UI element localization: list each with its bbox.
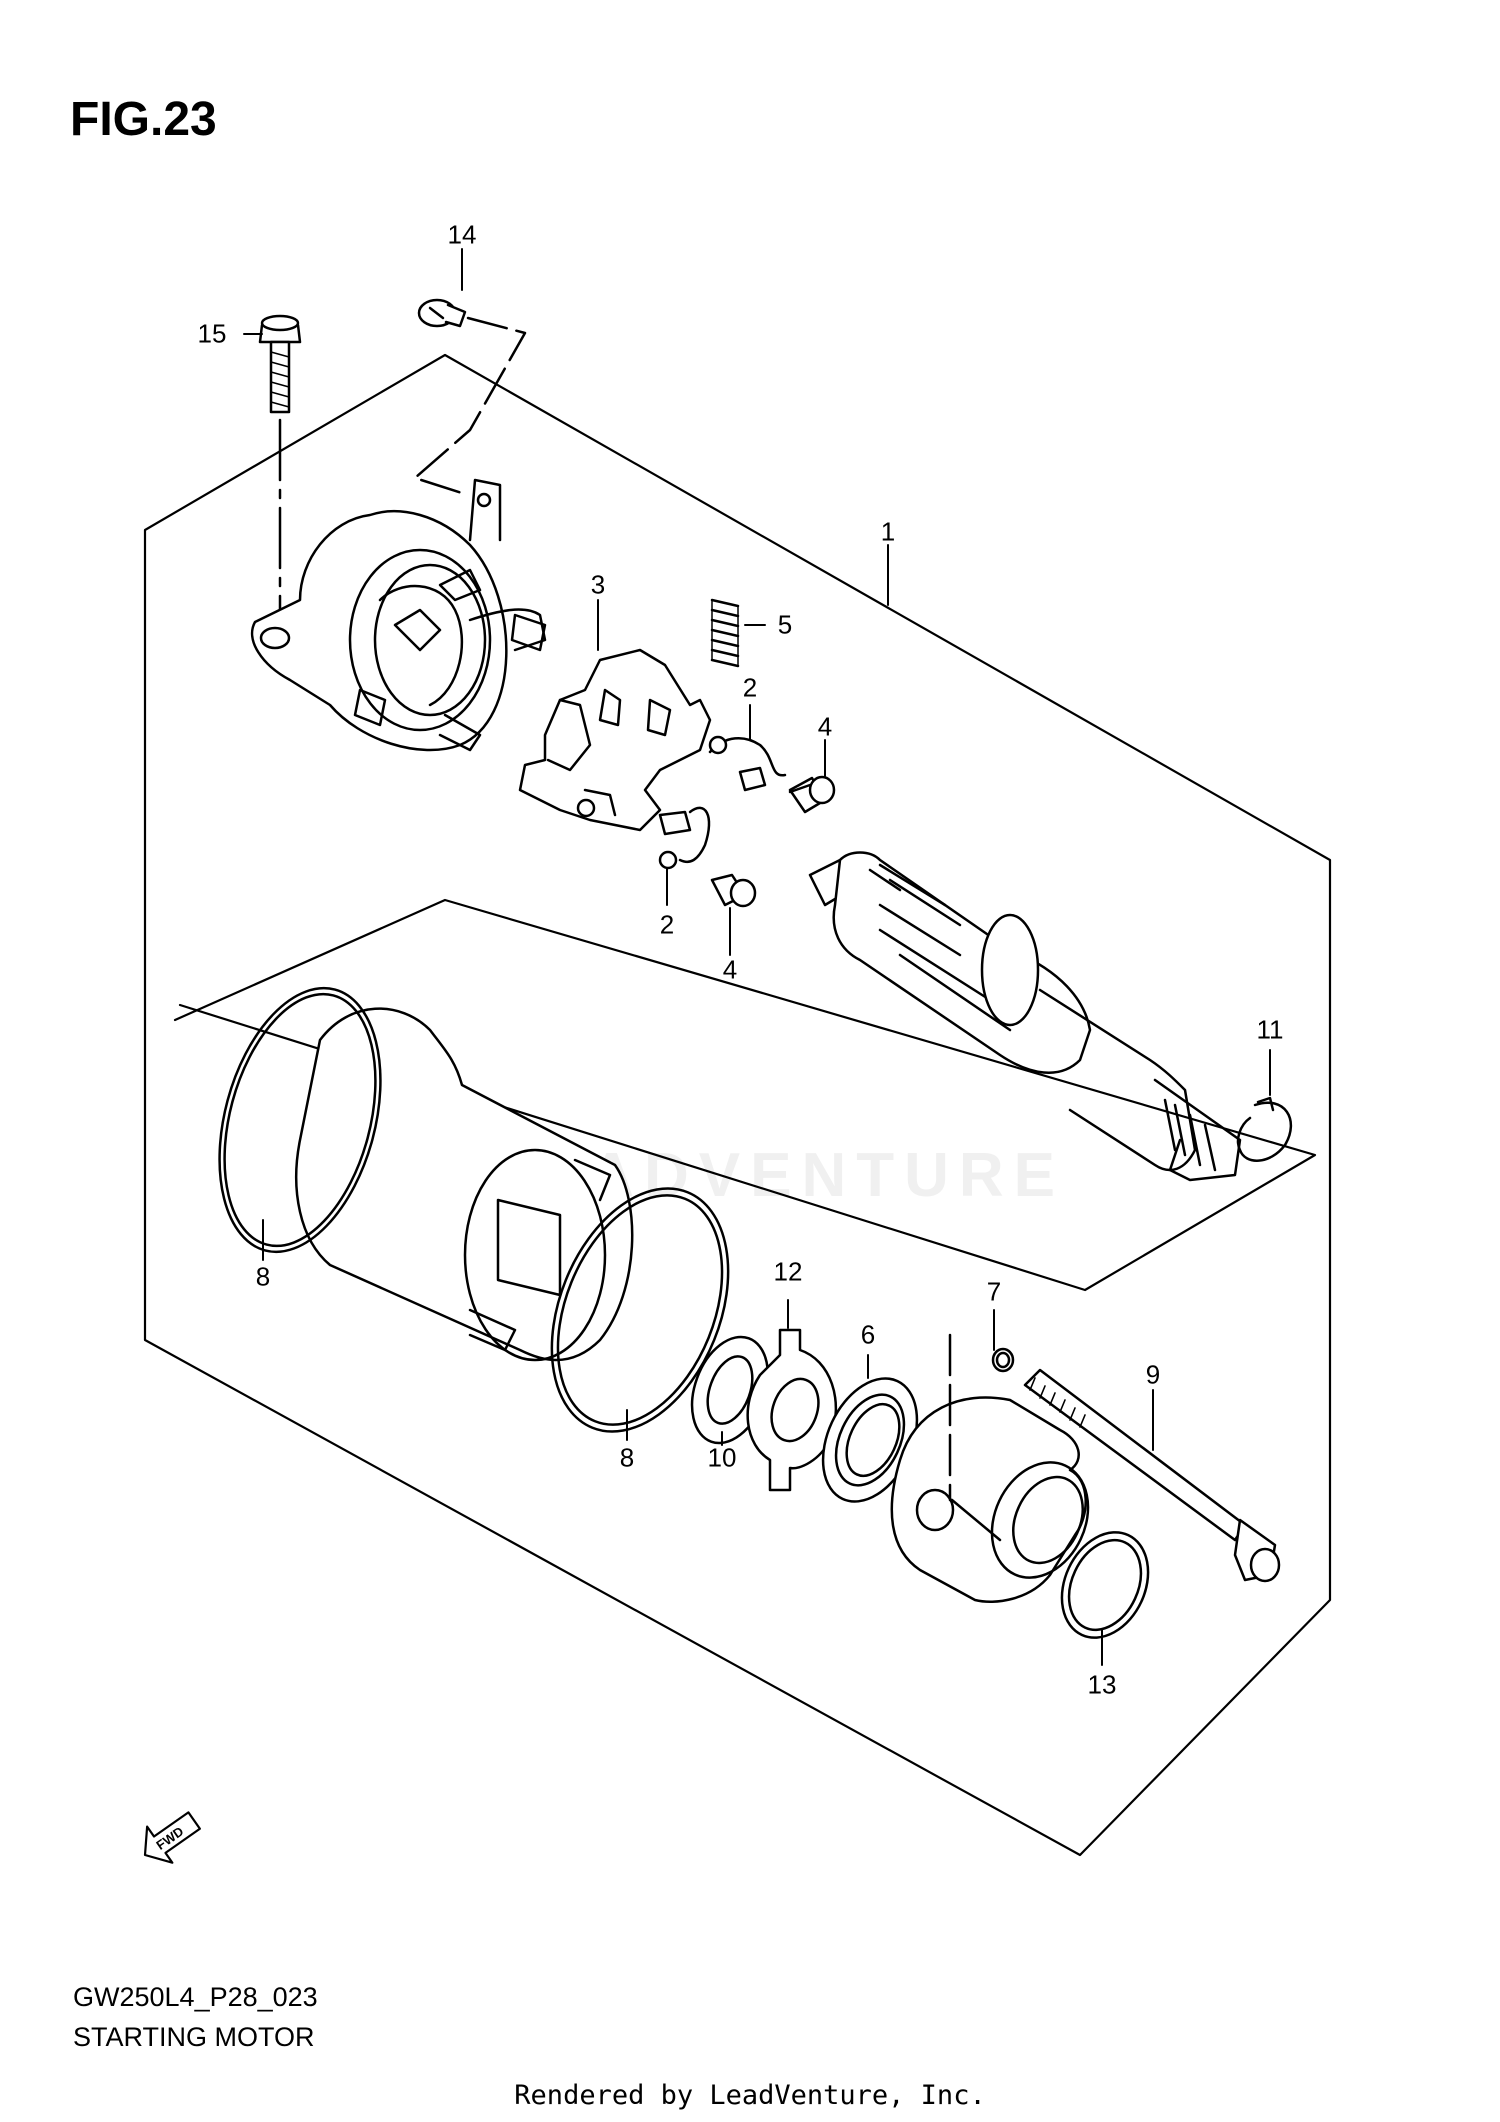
figure-name: STARTING MOTOR (73, 2022, 315, 2052)
armature (808, 851, 1242, 1182)
callout-2-upper: 2 (742, 672, 758, 703)
callout-8-right: 8 (619, 1442, 635, 1473)
callout-4-upper: 4 (817, 711, 833, 742)
part-3-brush-holder (518, 648, 712, 832)
part-8-o-ring-left (218, 986, 382, 1254)
end-cover-housing (250, 478, 547, 752)
callout-5: 5 (777, 609, 793, 640)
callout-1: 1 (880, 516, 896, 547)
front-cover-bracket (890, 1333, 1090, 1603)
armature-group-outline (173, 898, 1317, 1292)
callout-7: 7 (986, 1276, 1002, 1307)
part-5-spring (710, 598, 740, 668)
part-13-o-ring (1060, 1531, 1150, 1639)
assembly-outline (143, 353, 1332, 1857)
figure-title: FIG.23 (70, 93, 217, 146)
callout-12: 12 (773, 1256, 803, 1287)
part-2-brush-lower (658, 806, 711, 870)
part-7-small-o-ring (991, 1347, 1015, 1373)
callout-11: 11 (1256, 1014, 1284, 1045)
part-14-screw (413, 298, 527, 497)
leader-lines (243, 248, 1271, 1666)
callout-13: 13 (1087, 1669, 1117, 1700)
part-4-screw-lower (710, 873, 757, 908)
part-11-circlip (1236, 1096, 1293, 1162)
callout-14: 14 (447, 219, 477, 250)
rendered-by-credit: Rendered by LeadVenture, Inc. (514, 2080, 986, 2111)
part-9-long-bolt (1023, 1368, 1281, 1583)
yoke-housing (295, 1007, 634, 1362)
callout-2-lower: 2 (659, 909, 675, 940)
callout-9: 9 (1145, 1359, 1161, 1390)
callout-8-left: 8 (255, 1261, 271, 1292)
callout-4-lower: 4 (722, 954, 738, 985)
part-2-brush-upper (708, 735, 787, 792)
part-4-screw-upper (788, 775, 836, 814)
part-8-o-ring-right (550, 1187, 730, 1433)
callout-3: 3 (590, 569, 606, 600)
part-12-lock-washer (746, 1328, 838, 1492)
callout-15: 15 (197, 318, 227, 349)
part-6-oil-seal (821, 1377, 919, 1503)
callout-10: 10 (707, 1442, 737, 1473)
callout-6: 6 (860, 1319, 876, 1350)
fwd-arrow-icon: FWD (143, 1811, 201, 1864)
part-15-bolt (258, 314, 302, 617)
figure-code: GW250L4_P28_023 (73, 1982, 318, 2012)
